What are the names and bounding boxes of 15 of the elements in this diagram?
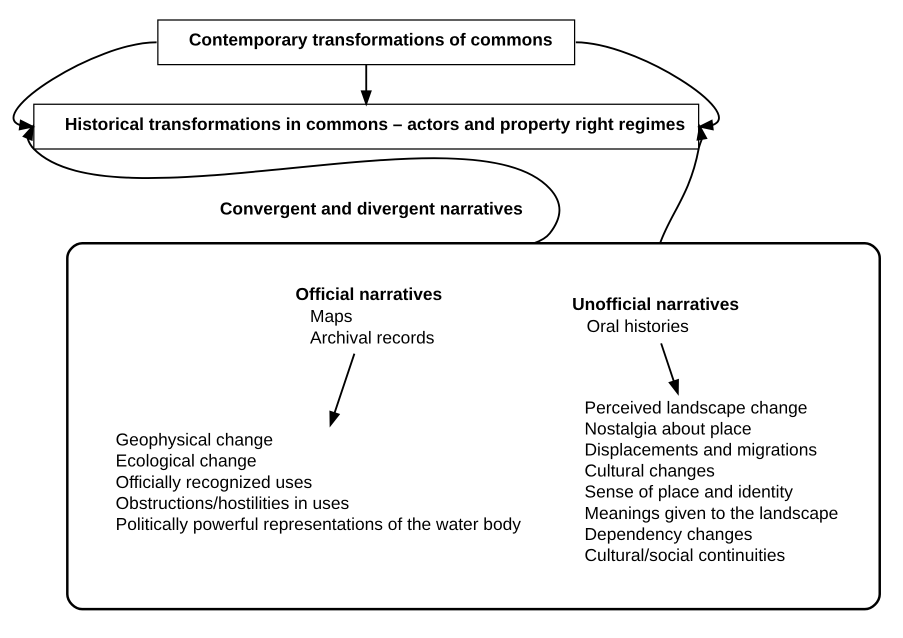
arrow [360,64,372,106]
node-text: Geophysical change Ecological change Officially recognized uses Obstructions/hostilities in uses Politically powerful representations of the water body [116,429,521,534]
arrow [22,124,560,244]
node-text: Official narratives Maps Archival records [296,283,442,347]
node-text: Unofficial narratives Oral histories [572,293,740,336]
arrow [660,342,679,396]
arrow [576,40,720,130]
cluster [66,241,881,610]
node-box: Historical transformations in commons – actors and property right regimes [33,103,700,150]
arrow [13,40,157,130]
label: Convergent and divergent narratives [220,198,523,218]
arrow [659,123,708,244]
node-box: Contemporary transformations of commons [157,18,576,65]
node-text: Perceived landscape change Nostalgia about place Displacements and migrations Cultural changes Sense of place and identity Meanings given to the landscape Dependency changes Cultural/social continuities [584,396,838,564]
arrow [329,352,356,428]
